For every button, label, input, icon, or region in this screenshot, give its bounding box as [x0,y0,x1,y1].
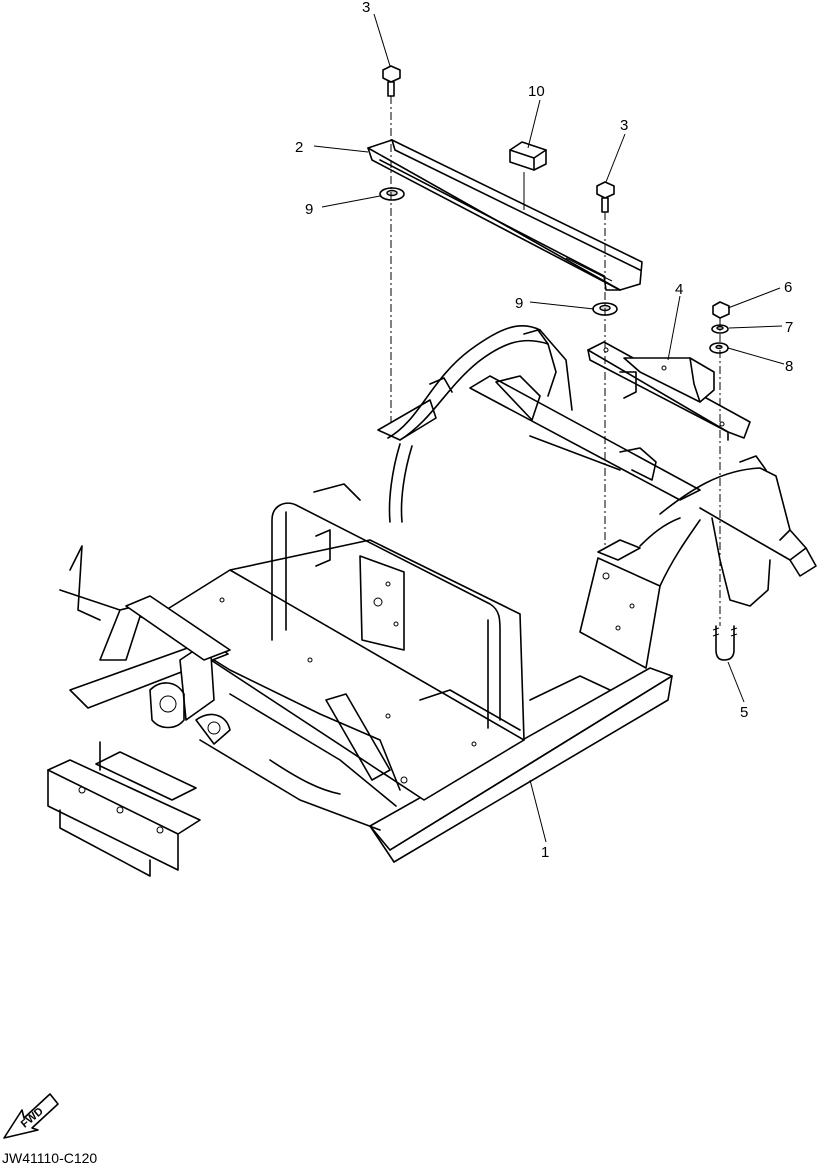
callout-10: 10 [528,83,545,100]
callout-8: 8 [785,358,793,375]
part-10-pad [509,141,547,171]
part-6-nut [712,301,730,319]
callout-5: 5 [740,704,748,721]
callout-4: 4 [675,281,683,298]
callouts: 3 2 9 10 3 9 4 6 7 8 5 1 [295,0,793,861]
part-5-u-bolt [712,625,738,661]
fwd-arrow-icon: FWD [3,1093,59,1139]
callout-3-right: 3 [620,117,628,134]
part-3-bolt-right [596,181,615,213]
part-8-washer [709,342,729,354]
assembly-lines [390,96,721,626]
callout-1: 1 [541,844,549,861]
part-9-washer-left [379,187,405,201]
part-2-rail [367,139,643,291]
part-4-bracket [587,341,751,441]
leader-lines [313,13,785,843]
callout-2: 2 [295,139,303,156]
callout-9-right: 9 [515,295,523,312]
callout-7: 7 [785,319,793,336]
callout-9-left: 9 [305,201,313,218]
callout-6: 6 [784,279,792,296]
diagram-code: JW41110-C120 [2,1150,97,1166]
part-1-frame [47,324,817,877]
part-3-bolt-left [382,65,401,97]
callout-3-left: 3 [362,0,370,16]
